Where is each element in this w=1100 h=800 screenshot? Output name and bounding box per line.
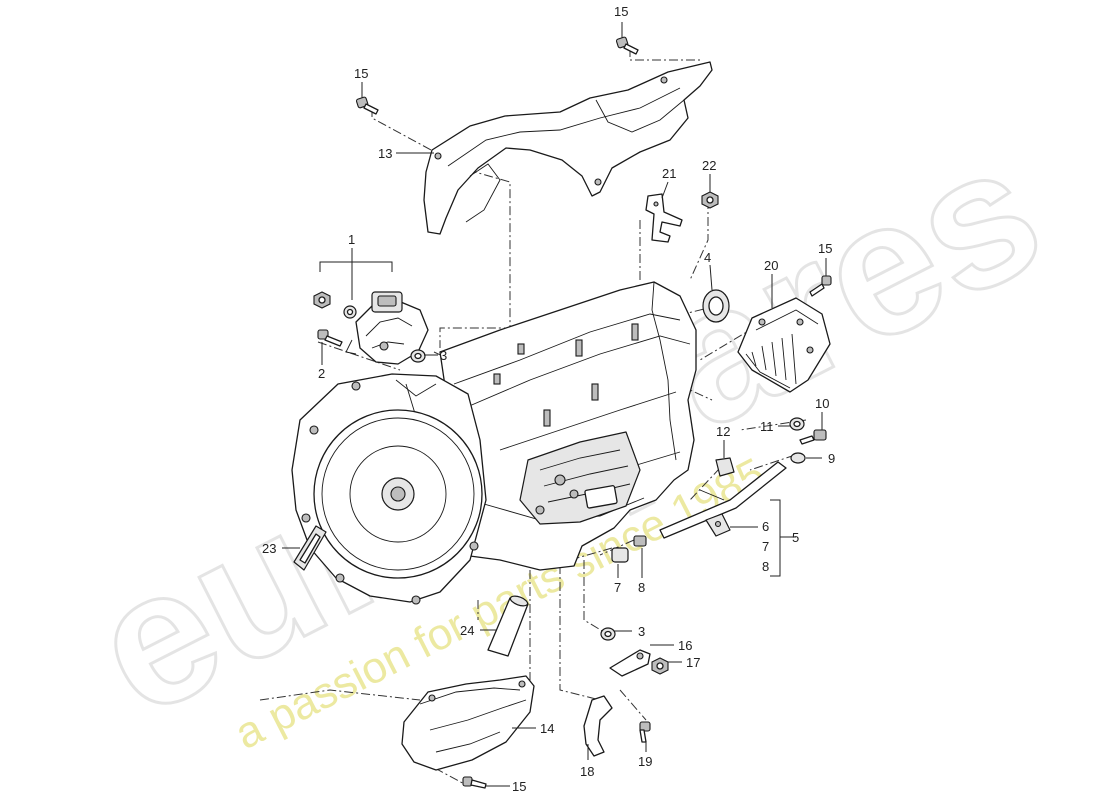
callout-10: 10: [815, 396, 829, 411]
callout-13: 13: [378, 146, 392, 161]
seal-ring-part3: [410, 349, 426, 363]
seal-part3-lower: [600, 627, 616, 641]
sleeve-part24: [487, 595, 529, 657]
shaft-seal: [702, 289, 730, 323]
callout-8-right: 8: [762, 559, 769, 574]
assembly-lines: [259, 48, 807, 787]
callout-14: 14: [540, 721, 554, 736]
plug-part7: [611, 547, 629, 563]
cooler-pipe: [659, 461, 787, 539]
callout-6: 6: [762, 519, 769, 534]
callout-21: 21: [662, 166, 676, 181]
bolt-bottom: [462, 776, 487, 789]
bolt-part2: [317, 329, 343, 347]
callout-18: 18: [580, 764, 594, 779]
callout-17: 17: [686, 655, 700, 670]
callout-labels: 1 2 3 3 4 5 6 7 8 7 8 9 10 11 12 13 14 1…: [262, 4, 835, 794]
callout-3-lower: 3: [638, 624, 645, 639]
callout-3-upper: 3: [440, 348, 447, 363]
callout-23: 23: [262, 541, 276, 556]
washer-part1: [343, 305, 357, 319]
callout-8-left: 8: [638, 580, 645, 595]
seal-part11: [789, 417, 805, 431]
heat-shield-lower: [401, 675, 535, 771]
gasket-part23: [293, 525, 327, 571]
callout-15-top-left: 15: [354, 66, 368, 81]
callout-15-bottom: 15: [512, 779, 526, 794]
nut-part1: [313, 291, 331, 309]
bracket-part21: [645, 193, 683, 243]
bolt-right: [809, 275, 832, 297]
callout-7-right: 7: [762, 539, 769, 554]
transmission-housing: [291, 281, 697, 605]
callout-4: 4: [704, 250, 711, 265]
callout-24: 24: [460, 623, 474, 638]
heat-shield-upper: [423, 61, 713, 235]
lever-part16: [609, 649, 651, 677]
callout-16: 16: [678, 638, 692, 653]
bolt-top-left: [355, 96, 379, 115]
clip-part12: [715, 457, 735, 477]
pipe-clip-part6: [705, 513, 731, 537]
bracket-part18: [583, 695, 613, 757]
fitting-part8: [633, 535, 647, 547]
callout-1: 1: [348, 232, 355, 247]
leader-lines: [282, 22, 827, 787]
callout-22: 22: [702, 158, 716, 173]
callout-11: 11: [760, 419, 774, 434]
callout-12: 12: [716, 424, 730, 439]
callout-19: 19: [638, 754, 652, 769]
banjo-bolt-part10: [799, 429, 827, 445]
bolt-top-center: [615, 36, 639, 55]
selector-switch: [345, 291, 429, 365]
callout-9: 9: [828, 451, 835, 466]
nut-part17: [651, 657, 669, 675]
hose-clamp-part9: [790, 452, 806, 464]
callout-7-left: 7: [614, 580, 621, 595]
callout-5: 5: [792, 530, 799, 545]
callout-2: 2: [318, 366, 325, 381]
bolt-part19: [639, 721, 651, 743]
nut-part22: [701, 191, 719, 209]
callout-15-top-center: 15: [614, 4, 628, 19]
callout-15-right: 15: [818, 241, 832, 256]
callout-20: 20: [764, 258, 778, 273]
oil-pan-cover: [737, 297, 831, 393]
